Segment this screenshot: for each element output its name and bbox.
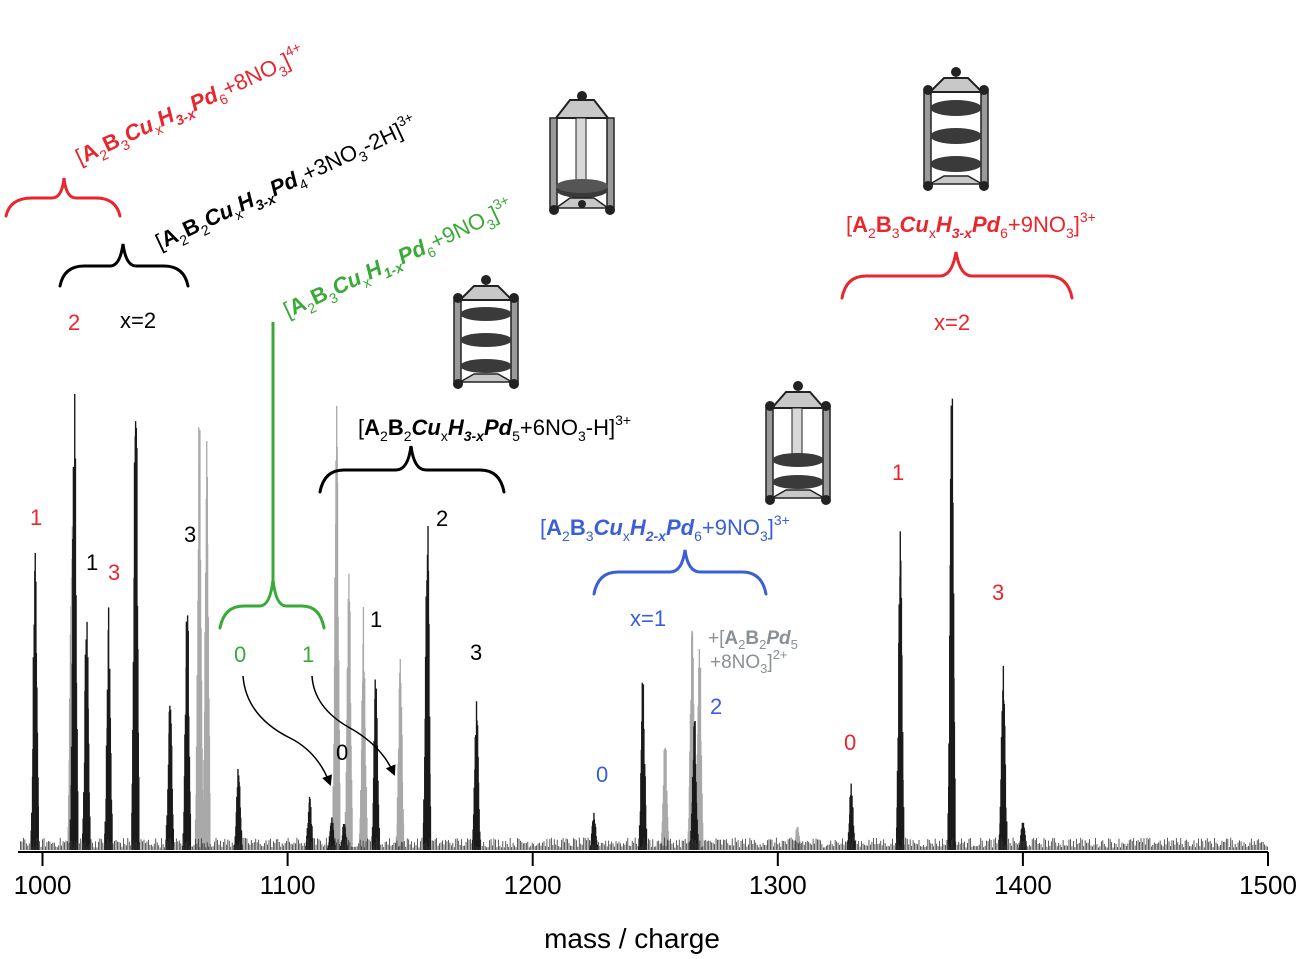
arrow-green-1 <box>311 675 396 776</box>
spectrum-series-light <box>67 405 802 850</box>
peak-label: 1 <box>86 550 98 575</box>
cage-icon-two-disc <box>765 381 831 505</box>
annotation-gray-line2: +8NO3]2+ <box>710 647 788 676</box>
cage-icon-three-disc-mid <box>453 275 519 389</box>
annotation-red-right: [A2B3CuxH3-xPd6+9NO3]3+ <box>846 209 1096 241</box>
x-tick-label: 1500 <box>1239 870 1297 900</box>
peak-label: 2 <box>68 310 80 335</box>
arrow-green-0 <box>242 675 332 786</box>
bracket-blue <box>592 549 768 596</box>
peak-label: 3 <box>184 522 196 547</box>
bracket-red-right <box>840 251 1074 300</box>
peak-label: x=2 <box>934 310 970 335</box>
peak-label: 2 <box>436 506 448 531</box>
peak-label: 1 <box>892 460 904 485</box>
x-axis-ticks: 1000 1100 1200 1300 1400 1500 <box>14 852 1297 900</box>
peak-label: x=2 <box>120 308 156 333</box>
peak-label: 1 <box>370 607 382 632</box>
x-tick-label: 1200 <box>504 870 562 900</box>
annotation-red-top: [A2B3CuxH3-xPd6+8NO3]4+ <box>70 39 310 174</box>
x-tick-label: 1100 <box>260 870 316 900</box>
x-tick-label: 1400 <box>994 870 1052 900</box>
annotation-blue: [A2B3CuxH2-xPd6+9NO3]3+ <box>540 512 790 544</box>
bracket-black-mid <box>318 445 506 494</box>
annotation-black-top: [A2B2CuxH3-xPd4+3NO3-2H]3+ <box>150 109 422 259</box>
peak-label: x=1 <box>630 606 666 631</box>
cage-icon-three-disc-right <box>923 67 989 191</box>
peak-label: 0 <box>234 642 246 667</box>
peak-label: 0 <box>336 740 348 765</box>
peak-label: 0 <box>844 730 856 755</box>
annotation-gray-line1: +[A2B2Pd5 <box>708 628 798 652</box>
peak-label: 3 <box>108 560 120 585</box>
peak-label: 3 <box>470 640 482 665</box>
spectrum-series-dark <box>20 394 1268 850</box>
bracket-black-top <box>58 243 190 288</box>
bracket-green <box>218 579 326 630</box>
peak-label: 1 <box>302 642 314 667</box>
peak-label: 1 <box>30 505 42 530</box>
x-tick-label: 1000 <box>14 870 72 900</box>
cage-icon-one-disc <box>549 91 615 215</box>
annotation-green: [A2B3CuxH1-xPd6+9NO3]3+ <box>278 192 518 327</box>
peak-label: 0 <box>596 762 608 787</box>
annotation-black-mid: [A2B2CuxH3-xPd5+6NO3-H]3+ <box>358 412 631 444</box>
x-tick-label: 1300 <box>749 870 807 900</box>
x-axis-title: mass / charge <box>544 923 720 954</box>
peak-label: 3 <box>992 580 1004 605</box>
bracket-red-top <box>4 177 122 218</box>
peak-label: 2 <box>710 694 722 719</box>
